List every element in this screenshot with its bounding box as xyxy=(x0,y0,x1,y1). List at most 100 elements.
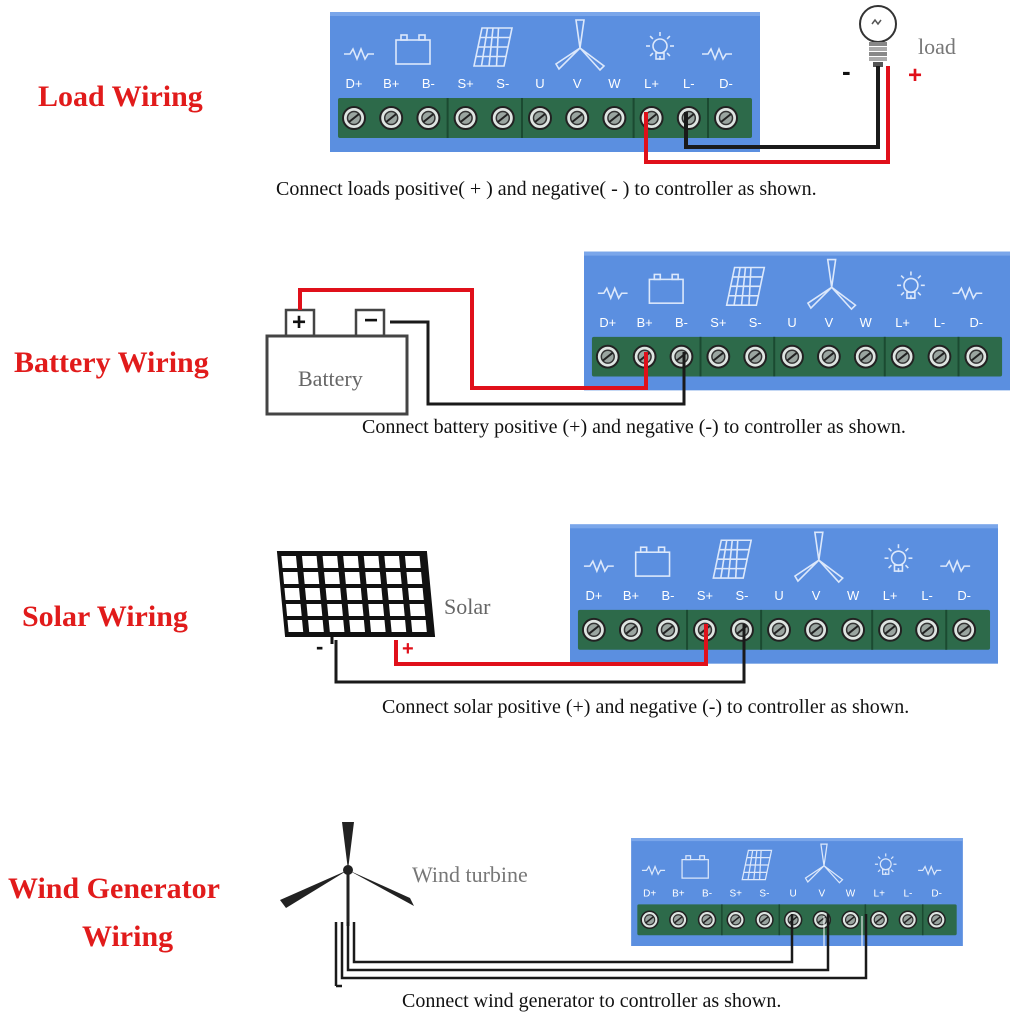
wind-wiring-title-line1: Wind Generator xyxy=(8,872,220,905)
terminal-screw xyxy=(581,617,606,642)
terminal-label: S+ xyxy=(457,76,473,91)
terminal-screw xyxy=(878,617,903,642)
wind-caption: Connect wind generator to controller as … xyxy=(402,990,782,1012)
terminal-label: D- xyxy=(931,889,942,900)
terminal-label: L- xyxy=(934,315,945,330)
terminal-screw xyxy=(817,344,841,369)
terminal-screw xyxy=(565,106,590,130)
terminal-screw xyxy=(655,617,680,642)
terminal-screw xyxy=(915,617,940,642)
wind-turbine-label: Wind turbine xyxy=(412,862,528,887)
lamp-icon xyxy=(646,32,674,60)
battery-icon xyxy=(265,308,409,416)
wind-turbine-icon xyxy=(554,19,606,72)
terminal-screw xyxy=(755,910,774,930)
terminal-label: U xyxy=(787,315,796,330)
terminal-screw xyxy=(453,106,478,130)
battery-wires xyxy=(298,288,686,406)
terminal-label: B- xyxy=(675,315,688,330)
terminal-label: L+ xyxy=(644,76,659,91)
light-bulb-icon xyxy=(859,5,897,67)
terminal-label: B- xyxy=(422,76,435,91)
terminal-screw xyxy=(767,617,791,642)
load-plus-sign: + xyxy=(908,62,923,89)
solar-minus-sign: - xyxy=(316,634,324,659)
terminal-label: L+ xyxy=(874,889,886,900)
terminal-screw xyxy=(927,910,946,930)
solar-label: Solar xyxy=(444,594,491,619)
terminal-label: L- xyxy=(683,76,695,91)
battery-icon xyxy=(681,855,709,879)
terminal-screw xyxy=(697,910,717,930)
solar-plus-sign: + xyxy=(402,638,414,660)
resistor-icon xyxy=(952,286,983,301)
terminal-screw xyxy=(490,106,515,130)
terminal-screw xyxy=(804,617,828,642)
load-wiring-title: Load Wiring xyxy=(38,80,203,113)
load-label: load xyxy=(918,34,956,59)
battery-caption: Connect battery positive (+) and negativ… xyxy=(362,416,906,438)
terminal-label: S+ xyxy=(729,889,742,900)
battery-wiring-title: Battery Wiring xyxy=(14,346,209,379)
lamp-icon xyxy=(884,544,913,573)
load-caption: Connect loads positive( + ) and negative… xyxy=(276,178,817,200)
battery-plus-sign: + xyxy=(292,309,307,336)
terminal-label: L+ xyxy=(883,588,898,603)
terminal-screw xyxy=(669,910,688,930)
terminal-label: B+ xyxy=(637,315,653,330)
solar-panel-icon xyxy=(276,551,436,644)
resistor-icon xyxy=(702,46,732,62)
terminal-screw xyxy=(890,344,915,369)
terminal-screw xyxy=(841,617,866,642)
solar-panel-icon xyxy=(712,539,753,579)
wind-turbine-icon xyxy=(804,843,844,884)
battery-label: Battery xyxy=(298,366,363,391)
terminal-label: B- xyxy=(702,889,712,900)
terminal-screw xyxy=(528,106,552,130)
wind-turbine-icon xyxy=(280,822,414,926)
solar-panel-icon xyxy=(473,27,513,67)
terminal-screw xyxy=(927,344,952,369)
terminal-label: V xyxy=(812,588,821,603)
lamp-icon xyxy=(897,271,925,300)
terminal-label: D- xyxy=(957,588,971,603)
terminal-screw xyxy=(964,344,989,369)
solar-wires xyxy=(334,624,746,684)
terminal-label: S- xyxy=(749,315,762,330)
terminal-label: D- xyxy=(719,76,733,91)
terminal-label: S- xyxy=(759,889,769,900)
load-wires xyxy=(644,66,890,164)
terminal-label: D+ xyxy=(346,76,363,91)
terminal-label: B+ xyxy=(383,76,399,91)
terminal-label: W xyxy=(608,76,621,91)
terminal-label: L- xyxy=(903,889,912,900)
terminal-label: W xyxy=(847,588,860,603)
terminal-label: L- xyxy=(921,588,933,603)
terminal-label: B+ xyxy=(623,588,639,603)
terminal-label: B+ xyxy=(672,889,685,900)
wind-turbine-icon xyxy=(793,531,844,584)
solar-caption: Connect solar positive (+) and negative … xyxy=(382,696,910,718)
solar-wiring-title: Solar Wiring xyxy=(22,600,188,633)
terminal-label: V xyxy=(825,315,834,330)
terminal-screw xyxy=(595,344,620,369)
terminal-screw xyxy=(342,106,366,130)
battery-icon xyxy=(395,34,431,65)
terminal-label: D+ xyxy=(585,588,602,603)
terminal-label: V xyxy=(818,889,825,900)
resistor-icon xyxy=(344,46,374,62)
terminal-label: W xyxy=(860,315,873,330)
terminal-screw xyxy=(669,344,694,369)
resistor-icon xyxy=(940,559,971,574)
terminal-label: S- xyxy=(496,76,509,91)
terminal-screw xyxy=(898,910,918,930)
terminal-screw xyxy=(706,344,731,369)
terminal-screw xyxy=(780,344,804,369)
terminal-screw xyxy=(416,106,441,130)
terminal-label: W xyxy=(846,889,856,900)
